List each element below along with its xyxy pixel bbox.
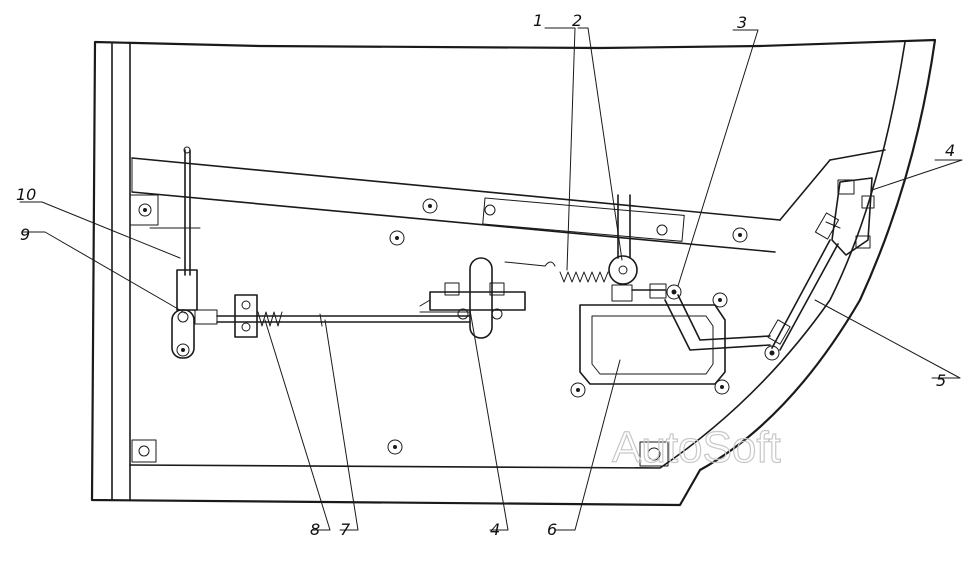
bolt-icon xyxy=(389,230,405,246)
bolt-icon xyxy=(131,439,157,463)
leader-lines xyxy=(19,27,963,531)
bolt-icon xyxy=(422,198,438,214)
horizontal-rod-assembly xyxy=(194,294,471,338)
callout-1: 1 xyxy=(533,11,543,30)
callout-6: 6 xyxy=(547,520,557,539)
callout-labels: 1 2 3 4 5 4 6 7 8 9 10 xyxy=(16,11,955,539)
door-panel xyxy=(90,38,937,507)
callout-5: 5 xyxy=(936,371,946,390)
callout-7: 7 xyxy=(340,520,351,539)
callout-8: 8 xyxy=(310,520,320,539)
callout-2: 2 xyxy=(572,11,582,30)
watermark-logo: AutoSoft xyxy=(612,423,781,472)
outer-lock-bracket xyxy=(825,177,875,256)
bolt-icon xyxy=(484,204,496,216)
push-rod-assembly xyxy=(664,212,840,361)
callout-10: 10 xyxy=(16,185,36,204)
vertical-rod-assembly xyxy=(149,146,201,359)
bolt-icon xyxy=(138,203,152,217)
callout-4-lower: 4 xyxy=(490,520,500,539)
bolt-icon xyxy=(714,379,730,395)
callout-9: 9 xyxy=(20,225,30,244)
bolt-icon xyxy=(712,292,728,308)
reinforcement-bar xyxy=(129,149,886,253)
callout-3: 3 xyxy=(737,13,747,32)
latch-linkage xyxy=(504,194,682,302)
bolt-icon xyxy=(639,441,669,467)
bolt-icon xyxy=(656,224,668,236)
outside-handle-recess xyxy=(579,304,726,385)
bolt-icon xyxy=(732,227,748,243)
bolt-icon xyxy=(387,439,403,455)
mounting-bolts xyxy=(131,198,748,467)
callout-4-upper: 4 xyxy=(945,141,955,160)
bolt-icon xyxy=(570,382,586,398)
